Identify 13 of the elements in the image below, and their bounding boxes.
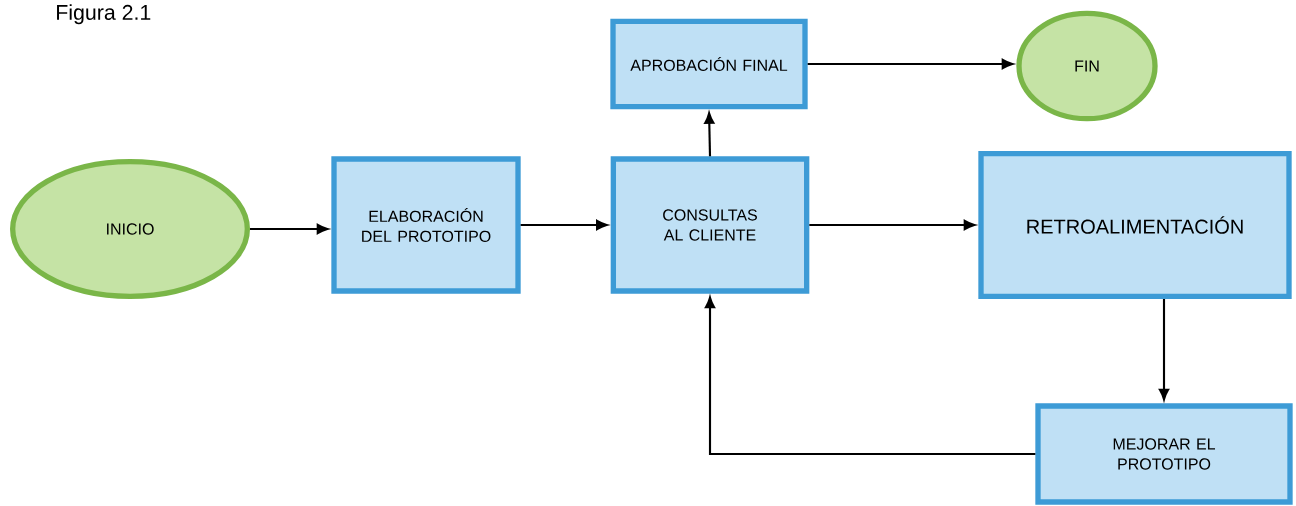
arrow <box>704 112 715 157</box>
process-box: RETROALIMENTACIÓN <box>978 151 1292 299</box>
arrow <box>807 58 1014 70</box>
process-box: APROBACIÓN FINAL <box>610 18 808 110</box>
process-box: CONSULTAS AL CLIENTE <box>610 156 810 294</box>
arrow <box>250 223 329 235</box>
process-box: ELABORACIÓN DEL PROTOTIPO <box>331 156 521 294</box>
arrow <box>1158 299 1170 401</box>
figure-title: Figura 2.1 <box>57 4 151 25</box>
process-box: MEJORAR EL PROTOTIPO <box>1035 403 1293 505</box>
arrow <box>704 296 1036 456</box>
arrow <box>520 219 608 231</box>
arrow <box>809 219 976 231</box>
